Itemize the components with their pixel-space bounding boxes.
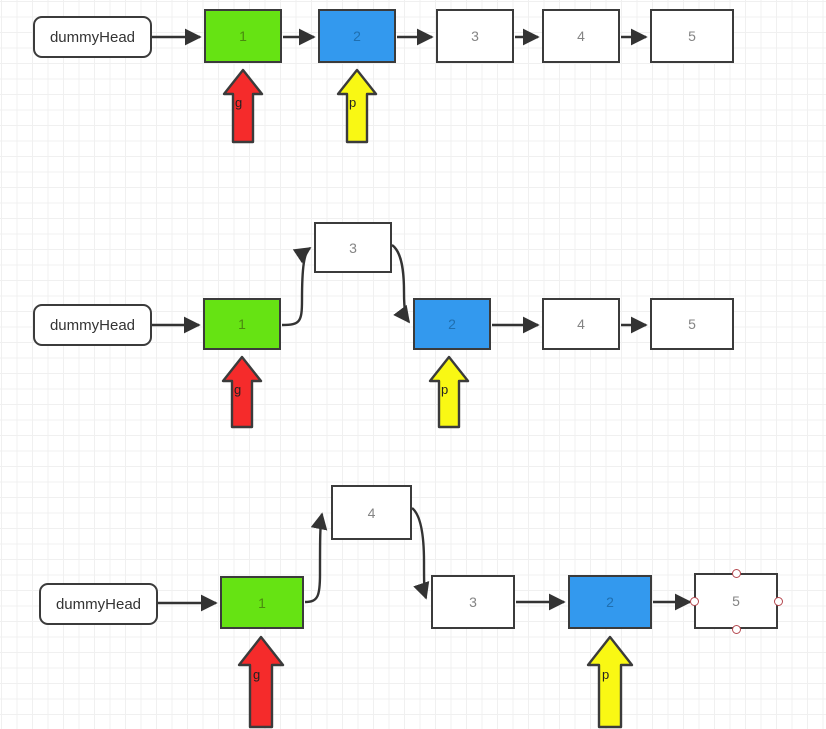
node-4[interactable]: 4 [542, 298, 620, 350]
node-4[interactable]: 4 [542, 9, 620, 63]
node-4[interactable]: 4 [331, 485, 412, 540]
pointer-p-label: p [441, 382, 449, 397]
node-3[interactable]: 3 [314, 222, 392, 273]
link-1-to-4 [304, 512, 328, 604]
link-1-to-3 [281, 247, 312, 327]
node-2[interactable]: 2 [318, 9, 396, 63]
node-1[interactable]: 1 [204, 9, 282, 63]
selection-handle-right[interactable] [773, 596, 783, 606]
pointer-p-arrow[interactable] [428, 355, 470, 429]
pointer-p-label: p [349, 95, 357, 110]
node-3[interactable]: 3 [436, 9, 514, 63]
pointer-g-arrow[interactable] [222, 68, 264, 144]
link-4-to-3 [411, 507, 430, 600]
selection-handle-top[interactable] [731, 568, 741, 578]
pointer-p-arrow[interactable] [586, 635, 634, 729]
node-1[interactable]: 1 [203, 298, 281, 350]
node-dummy-head[interactable]: dummyHead [33, 304, 152, 346]
node-2[interactable]: 2 [568, 575, 652, 629]
link-3-to-2 [391, 244, 411, 324]
pointer-g-arrow[interactable] [237, 635, 285, 729]
selection-handle-bottom[interactable] [731, 624, 741, 634]
pointer-g-label: g [253, 667, 261, 682]
node-5[interactable]: 5 [650, 298, 734, 350]
node-3[interactable]: 3 [431, 575, 515, 629]
node-5-selected[interactable]: 5 [694, 573, 778, 629]
pointer-g-label: g [235, 95, 243, 110]
node-dummy-head[interactable]: dummyHead [33, 16, 152, 58]
pointer-g-arrow[interactable] [221, 355, 263, 429]
node-2[interactable]: 2 [413, 298, 491, 350]
selection-handle-left[interactable] [689, 596, 699, 606]
pointer-p-label: p [602, 667, 610, 682]
pointer-g-label: g [234, 382, 242, 397]
pointer-p-arrow[interactable] [336, 68, 378, 144]
node-dummy-head[interactable]: dummyHead [39, 583, 158, 625]
node-1[interactable]: 1 [220, 576, 304, 629]
node-5[interactable]: 5 [650, 9, 734, 63]
